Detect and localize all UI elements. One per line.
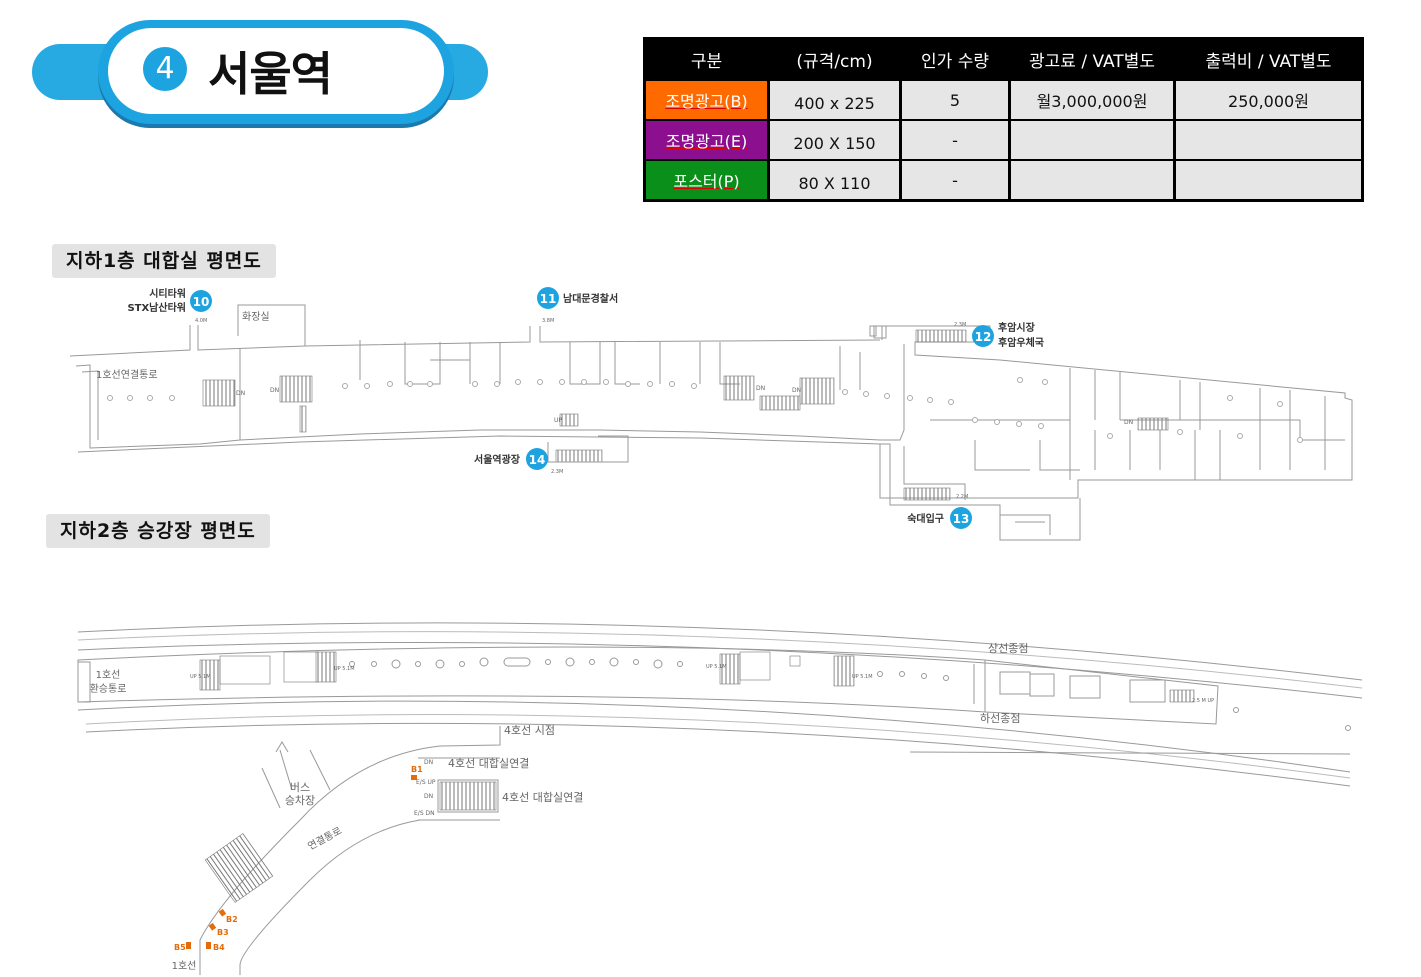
title-pill bbox=[32, 20, 488, 124]
exit13-name: 숙대입구 bbox=[907, 512, 944, 525]
line1-passage-label: 1호선연결통로 bbox=[96, 369, 158, 381]
line1-transfer-label2: 환승통로 bbox=[90, 683, 127, 695]
header-quantity: 인가 수량 bbox=[902, 40, 1008, 78]
connector-stairs bbox=[204, 833, 274, 903]
exit12-name1: 후암시장 bbox=[998, 321, 1036, 334]
exit-11: 11 남대문경찰서 3.8M bbox=[537, 287, 618, 324]
exit12-number: 12 bbox=[975, 330, 992, 344]
exit12-name2: 후암우체국 bbox=[998, 336, 1044, 349]
table-row-quantity: - bbox=[902, 121, 1008, 159]
exit11-width: 3.8M bbox=[542, 318, 554, 324]
table-row-quantity: 5 bbox=[902, 81, 1008, 119]
b2-stairs bbox=[199, 651, 1195, 703]
table-row-print-cost bbox=[1176, 161, 1361, 199]
b1-section-title: 지하1층 대합실 평면도 bbox=[52, 244, 276, 278]
es-dn-label: E/S DN bbox=[414, 810, 435, 817]
line4-link-label2: 4호선 대합실연결 bbox=[502, 791, 583, 804]
exit-13: 숙대입구 13 2.2M bbox=[907, 494, 972, 529]
table-row-size: 200 X 150 bbox=[770, 121, 899, 159]
line4-link-label1: 4호선 대합실연결 bbox=[448, 757, 529, 770]
marker-b5: B5 bbox=[174, 943, 186, 952]
table-row-price bbox=[1011, 161, 1173, 199]
dn-label: DN bbox=[424, 759, 433, 766]
table-row-type: 조명광고(B) bbox=[646, 81, 767, 119]
line4-stairs bbox=[439, 781, 497, 811]
exit11-number: 11 bbox=[540, 292, 557, 306]
table-row-print-cost bbox=[1176, 121, 1361, 159]
header-print-cost: 출력비 / VAT별도 bbox=[1176, 40, 1361, 78]
bus-label2: 승차장 bbox=[285, 794, 315, 807]
exit14-width: 2.3M bbox=[551, 469, 563, 475]
table-row-price bbox=[1011, 121, 1173, 159]
b1-columns bbox=[107, 377, 1303, 443]
ad-location-markers: B1 B2 B3 B4 B5 bbox=[174, 765, 423, 952]
dn-label: DN bbox=[236, 390, 245, 397]
table-row-type: 조명광고(E) bbox=[646, 121, 767, 159]
exit14-number: 14 bbox=[529, 453, 546, 467]
exit10-name1: 시티타워 bbox=[149, 287, 186, 300]
ad-price-table: 구분 (규격/cm) 인가 수량 광고료 / VAT별도 출력비 / VAT별도… bbox=[643, 37, 1364, 202]
exit10-number: 10 bbox=[193, 295, 210, 309]
header-size: (규격/cm) bbox=[770, 40, 899, 78]
exit-14: 서울역광장 14 2.3M bbox=[474, 448, 563, 475]
downbound-end-label: 하선종점 bbox=[980, 711, 1020, 725]
dn-label: DN bbox=[756, 385, 765, 392]
line4-start-label: 4호선 시점 bbox=[504, 724, 555, 737]
bus-label1: 버스 bbox=[290, 781, 310, 794]
table-row-size: 400 x 225 bbox=[770, 81, 899, 119]
table-row-price: 월3,000,000원 bbox=[1011, 81, 1173, 119]
exit13-number: 13 bbox=[953, 512, 970, 526]
table-row-print-cost: 250,000원 bbox=[1176, 81, 1361, 119]
exit14-corridor bbox=[547, 435, 629, 463]
marker-b2: B2 bbox=[226, 915, 238, 924]
table-row-quantity: - bbox=[902, 161, 1008, 199]
dn-label: DN bbox=[1124, 419, 1133, 426]
table-row-type: 포스터(P) bbox=[646, 161, 767, 199]
exit11-name: 남대문경찰서 bbox=[563, 292, 618, 305]
connector-label: 연결통로 bbox=[306, 825, 344, 853]
marker-b1: B1 bbox=[411, 765, 423, 774]
header-price: 광고료 / VAT별도 bbox=[1011, 40, 1173, 78]
exit10-name2: STX남산타워 bbox=[127, 301, 186, 314]
b2-columns bbox=[349, 657, 1351, 731]
dn-label: DN bbox=[270, 387, 279, 394]
table-row-size: 80 X 110 bbox=[770, 161, 899, 199]
up-width-label: UP 5.1M bbox=[190, 674, 211, 680]
b2-section-title: 지하2층 승강장 평면도 bbox=[46, 514, 270, 548]
up-width-label: 2.5 M UP bbox=[1192, 698, 1214, 704]
exit-12: 12 후암시장 후암우체국 2.3M bbox=[954, 321, 1044, 349]
es-up-label: E/S UP bbox=[416, 779, 436, 786]
station-title: 서울역 bbox=[208, 47, 333, 101]
marker-b4: B4 bbox=[213, 943, 225, 952]
exit10-width: 4.0M bbox=[195, 318, 207, 324]
up-width-label: UP 5.1M bbox=[334, 666, 355, 672]
exit14-name: 서울역광장 bbox=[474, 453, 521, 466]
up-label: UP bbox=[554, 417, 562, 424]
dn-label: DN bbox=[424, 793, 433, 800]
up-width-label: UP 5.1M bbox=[852, 674, 873, 680]
exit-10: 시티타워 STX남산타워 10 4.0M bbox=[127, 287, 212, 324]
exit13-width: 2.2M bbox=[956, 494, 968, 500]
station-number-badge: 4 bbox=[143, 47, 187, 91]
exit12-width: 2.3M bbox=[954, 322, 966, 328]
header-type: 구분 bbox=[646, 40, 767, 78]
line1-bottom-label: 1호선 bbox=[172, 960, 197, 972]
restroom-label: 화장실 bbox=[242, 311, 270, 323]
b2-labels: 1호선 환승통로 상선종점 하선종점 4호선 시점 4호선 대합실연결 4호선 … bbox=[90, 642, 1215, 972]
dn-label: DN bbox=[792, 387, 801, 394]
up-width-label: UP 5.1M bbox=[706, 664, 727, 670]
b2-connector bbox=[199, 726, 501, 975]
b2-plan bbox=[77, 622, 1363, 787]
line1-transfer-label1: 1호선 bbox=[96, 669, 121, 681]
b1-labels: 1호선연결통로 화장실 DN DN DN DN DN UP bbox=[96, 311, 1133, 426]
b1-stairs bbox=[202, 329, 1169, 501]
marker-b3: B3 bbox=[217, 928, 229, 937]
upbound-end-label: 상선종점 bbox=[988, 642, 1028, 655]
